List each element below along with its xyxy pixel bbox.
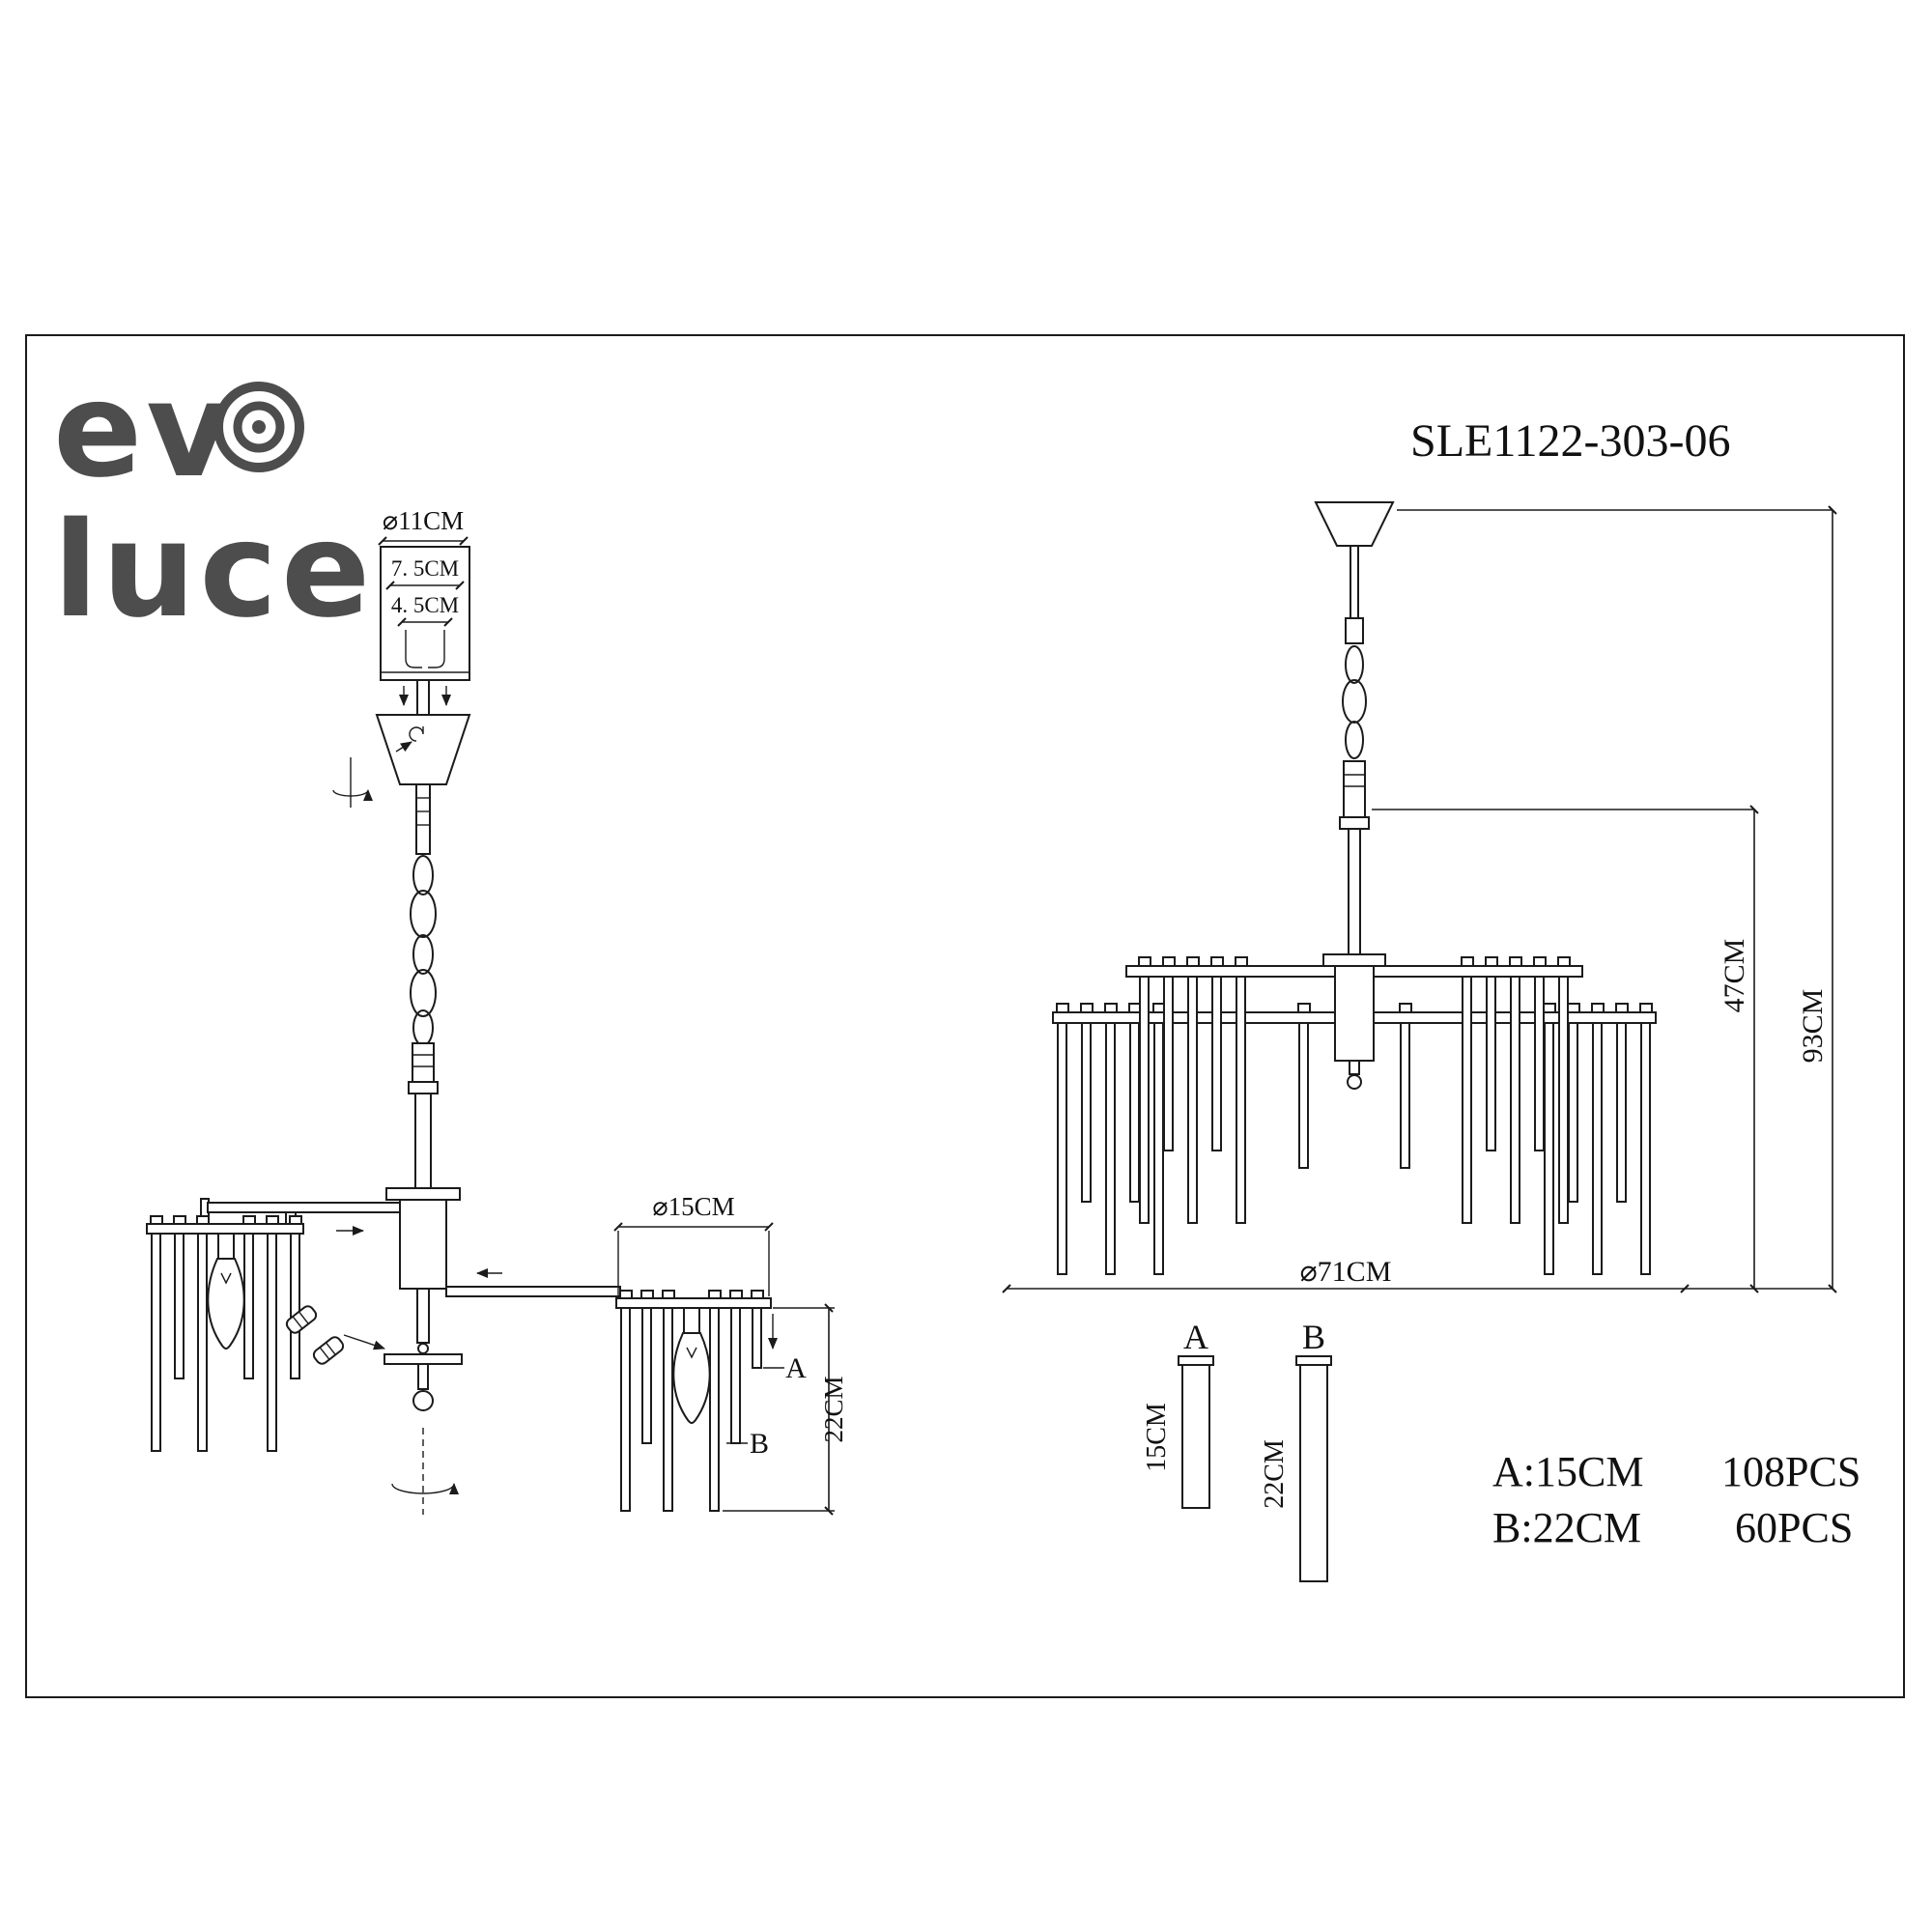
height-total-label: 93CM	[1797, 989, 1829, 1064]
glass-tube	[197, 1233, 208, 1452]
glass-tube	[290, 1233, 300, 1379]
legend-a-spec: A:15CM	[1492, 1448, 1643, 1495]
tube-b-label: B	[750, 1428, 769, 1460]
dimension-47: 47CM	[1372, 805, 1759, 1293]
bulb-icon	[672, 1307, 711, 1424]
part-a-length-label: 15CM	[1142, 1403, 1172, 1472]
hardware-details	[285, 1288, 463, 1515]
upper-arm	[1373, 965, 1583, 978]
dimension-93: 93CM	[1397, 505, 1837, 1293]
wire-connector-icon	[285, 1305, 318, 1334]
chain-left	[408, 783, 439, 1189]
legend-b-spec: B:22CM	[1492, 1504, 1641, 1551]
dimension-diameter: ⌀71CM	[1002, 1256, 1833, 1293]
diameter-label: ⌀71CM	[1300, 1256, 1392, 1288]
mounting-hooks-icon	[381, 630, 469, 673]
chain-link-icon	[1345, 721, 1364, 759]
hub-left	[385, 1187, 461, 1290]
glass-tube	[174, 1233, 185, 1379]
part-b-label: B	[1302, 1318, 1325, 1356]
glass-tube	[752, 1307, 762, 1369]
bracket-inner-label: 4. 5CM	[391, 593, 459, 617]
part-a-label: A	[1183, 1318, 1208, 1356]
model-number: SLE1122-303-06	[1410, 415, 1731, 467]
assembled-diagram: ⌀71CM 47CM 93CM	[1002, 501, 1837, 1293]
bulb-icon	[207, 1233, 245, 1350]
finial-ball-icon	[1347, 1074, 1362, 1090]
rotate-arrow-icon	[391, 1428, 459, 1515]
canopy-left	[332, 679, 471, 808]
tube-length-dimension: 22CM	[723, 1303, 848, 1516]
tube-a-label: A	[785, 1352, 807, 1384]
glass-tube	[620, 1307, 631, 1512]
glass-tube	[267, 1233, 277, 1452]
arm-diameter-label: ⌀15CM	[652, 1192, 734, 1221]
logo-text-luce: luce	[53, 495, 374, 647]
right-arm-cluster: ⌀15CM A B	[445, 1192, 848, 1516]
finial-ball-icon	[412, 1390, 434, 1411]
canopy	[1314, 501, 1395, 547]
tube-caps	[1056, 956, 1653, 1013]
legend-b-qty: 60PCS	[1735, 1504, 1853, 1551]
chain-link-icon	[1342, 679, 1367, 724]
chain-link-icon	[410, 890, 437, 938]
glass-tube	[151, 1233, 161, 1452]
bracket-width-label: 7. 5CM	[391, 556, 459, 581]
hub-cap	[1322, 953, 1386, 967]
parts-detail: A 15CM B 22CM	[1142, 1318, 1332, 1582]
brand-logo: ev luce	[53, 355, 374, 647]
chain-link-icon	[410, 969, 437, 1017]
hub-body	[1334, 965, 1375, 1062]
lower-tier-tubes	[1057, 1022, 1651, 1275]
upper-arm	[1125, 965, 1336, 978]
legend-a-qty: 108PCS	[1721, 1448, 1861, 1495]
hook-icon	[409, 726, 424, 742]
part-b-tube	[1299, 1364, 1328, 1582]
installation-diagram: ⌀11CM 7. 5CM 4. 5CM	[146, 506, 848, 1516]
legend: A:15CM 108PCS B:22CM 60PCS	[1492, 1448, 1861, 1551]
wire-connector-icon	[312, 1336, 345, 1365]
height-upper-label: 47CM	[1719, 939, 1750, 1013]
mounting-bracket-detail: ⌀11CM 7. 5CM 4. 5CM	[378, 506, 470, 706]
chain-link-icon	[1345, 645, 1364, 684]
glass-tube	[641, 1307, 652, 1444]
tube-dim-label: 22CM	[819, 1376, 848, 1442]
glass-tube	[730, 1307, 741, 1444]
glass-tube	[243, 1233, 254, 1379]
chain-link-icon	[412, 934, 434, 975]
rotate-arrow-icon	[332, 757, 373, 808]
chain-link-icon	[412, 855, 434, 895]
left-arm-cluster	[146, 1198, 401, 1452]
glass-tube	[709, 1307, 720, 1512]
border-frame	[25, 334, 1905, 1698]
logo-text-ev: ev	[53, 355, 236, 507]
glass-tube	[663, 1307, 673, 1512]
logo-target-icon	[213, 382, 304, 472]
upper-tier-tubes	[1139, 976, 1569, 1224]
part-a-tube	[1181, 1364, 1210, 1509]
bracket-diameter-label: ⌀11CM	[383, 506, 464, 535]
part-b-length-label: 22CM	[1260, 1439, 1290, 1509]
